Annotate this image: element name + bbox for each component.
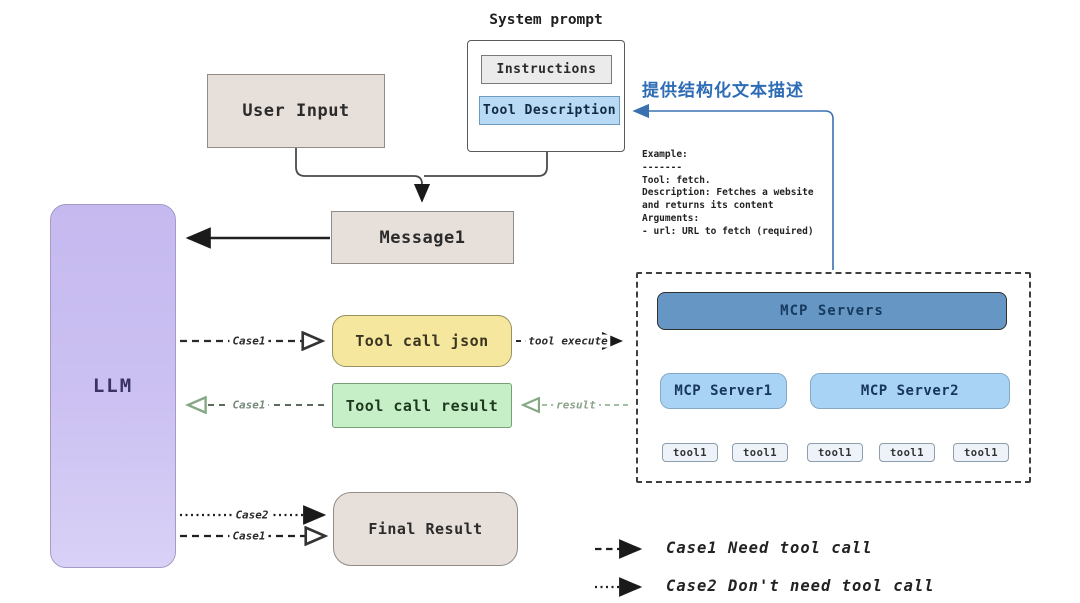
arrow-label-case1-final: Case1 (229, 529, 269, 543)
llm-box: LLM (50, 204, 176, 568)
tool-call-result-box: Tool call result (332, 383, 512, 428)
example-text: Example: ------- Tool: fetch. Descriptio… (642, 149, 814, 237)
tool-box: tool1 (662, 443, 718, 462)
legend-case1-label: Case1 Need tool call (666, 539, 873, 557)
final-result-box: Final Result (333, 492, 518, 566)
arrow-label-case2-final: Case2 (232, 508, 272, 522)
tool-box: tool1 (953, 443, 1009, 462)
arrow-label-tool-execute: tool execute (525, 334, 611, 348)
arrow-label-case1-result: Case1 (229, 398, 269, 412)
tool-box: tool1 (807, 443, 863, 462)
annotation-text: 提供结构化文本描述 (642, 81, 804, 101)
mcp-servers-box: MCP Servers (657, 292, 1007, 330)
tool-box: tool1 (879, 443, 935, 462)
mcp-server1-box: MCP Server1 (660, 373, 787, 409)
tool-box: tool1 (732, 443, 788, 462)
arrow-label-case1-json: Case1 (229, 334, 269, 348)
system-prompt-label: System prompt (489, 12, 603, 28)
legend-case2-label: Case2 Don't need tool call (666, 577, 935, 595)
tool-description-box: Tool Description (479, 96, 620, 125)
arrow-label-result: result (553, 398, 599, 412)
mcp-server2-box: MCP Server2 (810, 373, 1010, 409)
user-input-box: User Input (207, 74, 385, 148)
message1-box: Message1 (331, 211, 514, 264)
instructions-box: Instructions (481, 55, 612, 84)
tool-call-json-box: Tool call json (332, 315, 512, 367)
